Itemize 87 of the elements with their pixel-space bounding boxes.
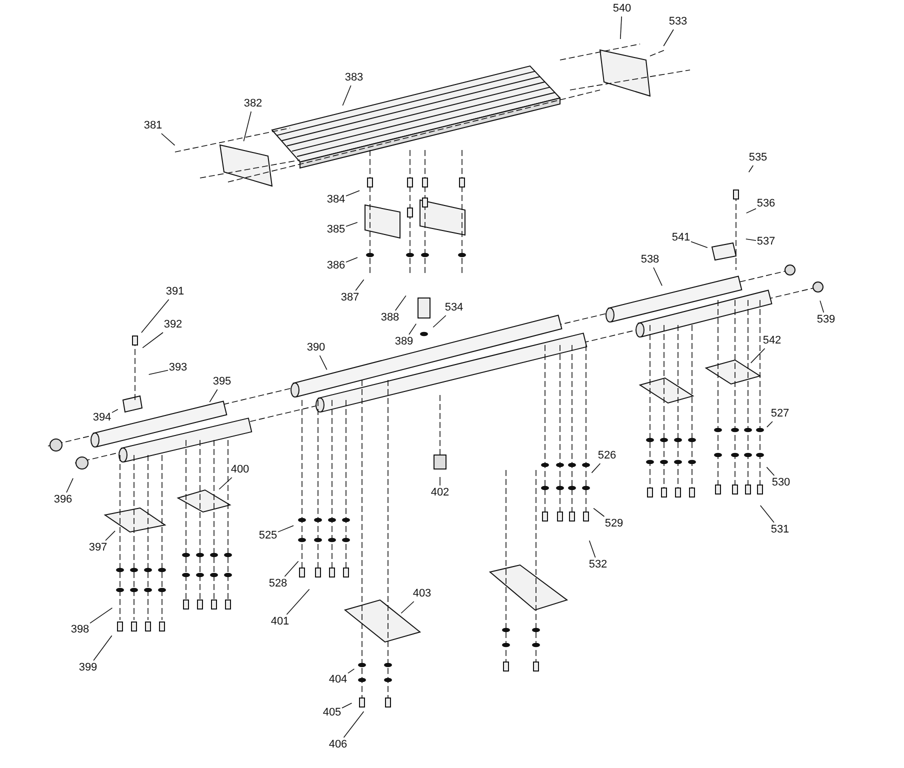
leader-line [319, 355, 328, 370]
callout-number: 391 [166, 286, 184, 298]
leader-line [346, 190, 360, 196]
callout-number: 536 [756, 198, 776, 210]
callout-number: 386 [326, 260, 346, 272]
callout-number: 401 [270, 616, 290, 628]
leader-line [278, 525, 294, 532]
callout-number: 525 [258, 530, 278, 542]
callout-number: 403 [412, 588, 432, 600]
leader-line [218, 477, 232, 490]
leader-line [748, 165, 754, 173]
leader-line [161, 133, 176, 146]
callout-number: 399 [78, 662, 98, 674]
callout-number: 395 [212, 376, 232, 388]
leader-line [591, 463, 601, 474]
callout-number: 541 [672, 232, 690, 244]
leader-line [620, 16, 622, 40]
callout-number: 405 [322, 706, 342, 720]
leader-line [342, 702, 352, 708]
leader-line [663, 29, 674, 46]
callout-number: 530 [772, 476, 790, 490]
leader-line [343, 711, 364, 738]
callout-number: 402 [430, 486, 450, 500]
leader-line [593, 508, 605, 517]
leader-line [346, 257, 358, 262]
leader-line [148, 370, 168, 375]
callout-number: 535 [748, 152, 768, 164]
callout-number: 381 [144, 120, 162, 132]
leader-line [105, 530, 116, 541]
leader-line [746, 208, 756, 214]
callout-number: 387 [340, 292, 360, 304]
leader-line [66, 478, 74, 493]
leader-line [90, 608, 113, 624]
callout-number: 382 [244, 98, 262, 110]
leader-line [346, 222, 358, 227]
callout-number: 529 [604, 518, 624, 530]
callout-number: 389 [394, 336, 414, 348]
callout-number: 398 [70, 624, 90, 636]
callout-number: 540 [612, 2, 632, 16]
callout-number: 538 [640, 254, 660, 266]
leader-line [408, 323, 417, 335]
leader-line [355, 279, 364, 291]
leader-line [750, 348, 766, 364]
callout-number: 404 [328, 674, 348, 686]
callout-number: 534 [444, 302, 464, 314]
leader-line [690, 241, 708, 248]
callout-number: 393 [168, 362, 188, 374]
leader-line [394, 295, 406, 311]
callout-number: 532 [588, 558, 608, 572]
callout-number: 388 [380, 312, 400, 324]
callout-number: 528 [268, 578, 288, 590]
leader-line [286, 588, 310, 615]
callout-number: 537 [756, 236, 776, 248]
leader-line [243, 111, 252, 142]
callout-number: 396 [54, 494, 72, 506]
leader-line [746, 238, 756, 241]
callout-number: 542 [762, 334, 782, 348]
callout-number: 539 [816, 314, 836, 326]
leader-line [141, 299, 170, 333]
callout-number: 385 [326, 224, 346, 236]
leader-line [653, 267, 662, 286]
leader-line [209, 389, 218, 402]
callout-number: 526 [598, 450, 616, 462]
callout-number: 406 [328, 738, 348, 752]
leader-line [284, 560, 299, 577]
leader-line [112, 408, 118, 413]
leader-line [588, 540, 596, 558]
callout-number: 400 [230, 464, 250, 476]
callout-number: 531 [770, 524, 790, 536]
leader-line [400, 601, 414, 614]
callout-number: 527 [770, 408, 790, 420]
leader-line [432, 315, 446, 328]
leader-line [820, 300, 824, 313]
callout-number: 390 [306, 342, 326, 354]
leader-line [93, 635, 112, 661]
leader-line [142, 332, 164, 348]
callout-number: 384 [326, 194, 346, 206]
leader-line [342, 85, 352, 106]
callout-number: 383 [344, 72, 364, 84]
callout-number: 392 [164, 318, 182, 332]
leader-line [766, 466, 775, 476]
callout-number: 394 [92, 412, 112, 424]
callout-number: 397 [88, 542, 108, 554]
leader-line [760, 505, 774, 523]
leader-line [766, 421, 773, 428]
leader-line [348, 668, 355, 674]
callout-number: 533 [668, 16, 688, 28]
